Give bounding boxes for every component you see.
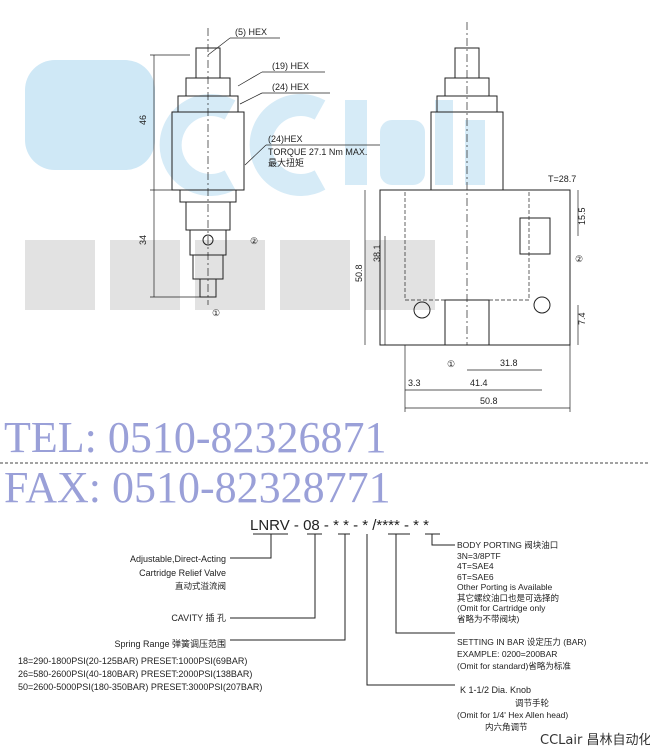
dim-15-5: 15.5 — [577, 207, 587, 225]
valve-side-view: 46 34 ① ② (5) HEX (19) HEX (24) HEX (24)… — [138, 27, 380, 318]
body-porting-line: Other Porting is Available — [457, 582, 553, 592]
dim-38-1: 38.1 — [372, 244, 382, 262]
dim-t287: T=28.7 — [548, 174, 576, 184]
knob-line: (Omit for 1/4' Hex Allen head) — [457, 710, 568, 720]
footer-watermark: CCLair 昌林自动化 — [540, 733, 650, 746]
type-label-en-2: Cartridge Relief Valve — [139, 568, 226, 578]
knob-line: 内六角调节 — [485, 722, 528, 732]
valve-block-view: T=28.7 15.5 50.8 38.1 7.4 ① ② 31.8 3.3 4… — [354, 22, 587, 412]
spring-range-label: Spring Range 弹簧调压范围 — [114, 638, 226, 649]
model-code: LNRV - 08 - * * - * /**** - * * — [250, 517, 429, 534]
callout-hex19: (19) HEX — [272, 61, 309, 71]
dim-31-8: 31.8 — [500, 358, 518, 368]
body-porting-line: 4T=SAE4 — [457, 561, 494, 571]
body-porting-line: 其它螺纹油口也是可选择的 — [457, 593, 559, 603]
port-1-label: ① — [212, 308, 220, 318]
spring-row: 18=290-1800PSI(20-125BAR) PRESET:1000PSI… — [18, 656, 247, 666]
body-porting-line: 6T=SAE6 — [457, 572, 494, 582]
setting-line: EXAMPLE: 0200=200BAR — [457, 649, 557, 659]
cavity-label: CAVITY 插 孔 — [171, 612, 226, 623]
callout-torque-cn: 最大扭矩 — [268, 157, 304, 168]
knob-line: 调节手轮 — [515, 698, 550, 708]
callout-torque: TORQUE 27.1 Nm MAX. — [268, 147, 367, 157]
dim-34: 34 — [138, 235, 148, 245]
ordering-code: LNRV - 08 - * * - * /**** - * * Adjustab… — [18, 517, 587, 732]
dim-41-4: 41.4 — [470, 378, 488, 388]
setting-line: (Omit for standard)省略为标准 — [457, 661, 571, 671]
port-2-label: ② — [250, 236, 258, 246]
dim-50-8-horizontal: 50.8 — [480, 396, 498, 406]
body-porting-line: BODY PORTING 阀块油口 — [457, 540, 558, 550]
watermark-logo — [25, 60, 485, 310]
callout-hex24b: (24)HEX — [268, 134, 303, 144]
block-port-1-label: ① — [447, 359, 455, 369]
knob-line: K 1-1/2 Dia. Knob — [460, 685, 531, 695]
spring-row: 26=580-2600PSI(40-180BAR) PRESET:2000PSI… — [18, 669, 252, 679]
type-label-cn: 直动式溢流阀 — [175, 581, 226, 591]
callout-hex24: (24) HEX — [272, 82, 309, 92]
setting-line: SETTING IN BAR 设定压力 (BAR) — [457, 637, 587, 647]
dim-3-3: 3.3 — [408, 378, 421, 388]
dim-46: 46 — [138, 115, 148, 125]
spring-row: 50=2600-5000PSI(180-350BAR) PRESET:3000P… — [18, 682, 262, 692]
watermark-fax: FAX: 0510-82328771 — [4, 463, 391, 512]
block-port-2-label: ② — [575, 254, 583, 264]
body-porting-line: 3N=3/8PTF — [457, 551, 501, 561]
body-porting-line: (Omit for Cartridge only — [457, 603, 546, 613]
dim-7-4: 7.4 — [577, 312, 587, 325]
callout-hex5: (5) HEX — [235, 27, 267, 37]
watermark-tel: TEL: 0510-82326871 — [4, 413, 387, 462]
type-label-en-1: Adjustable,Direct-Acting — [130, 554, 226, 564]
dim-50-8-vertical: 50.8 — [354, 264, 364, 282]
body-porting-line: 省略为不带阀块) — [457, 614, 520, 624]
